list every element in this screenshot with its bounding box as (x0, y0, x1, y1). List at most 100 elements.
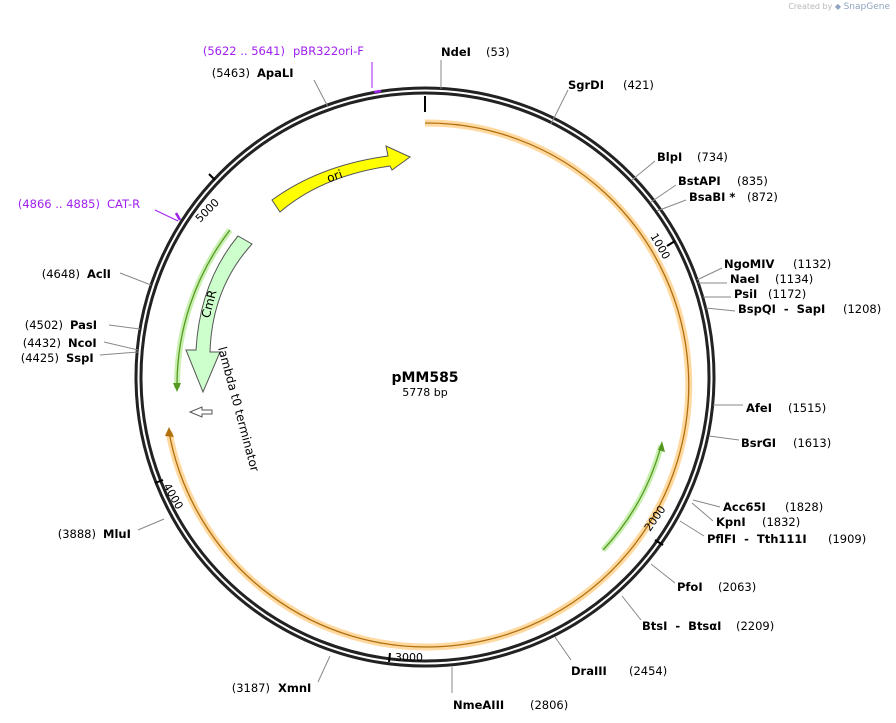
site-draiii[interactable]: DraIII (2454) (554, 636, 667, 678)
green-orf-right-line (602, 445, 662, 551)
primer-pbr322ori-f[interactable]: (5622 .. 5641) pBR322ori-F (203, 44, 382, 94)
green-orf-right (600, 445, 664, 553)
tick-label-3000: 3000 (395, 651, 423, 664)
tick-mark-4000 (154, 479, 164, 484)
site-pos: (2209) (736, 619, 774, 633)
site-name: SspI (66, 351, 94, 365)
site-mlui[interactable]: (3888) MluI (58, 518, 165, 541)
primer-bar (174, 212, 182, 221)
ori-arrow (271, 145, 411, 213)
site-bstapi[interactable]: BstAPI (835) (650, 174, 768, 203)
site-pos: (1613) (793, 436, 831, 450)
site-xmni[interactable]: (3187) XmnI (232, 655, 331, 695)
site-name: NmeAIII (453, 698, 504, 712)
site-name: PfoI (677, 580, 703, 594)
orf-arcs (165, 119, 693, 651)
site-pos: (421) (623, 78, 654, 92)
cmr-arrow (185, 235, 253, 394)
primer-pos: (5622 .. 5641) (203, 44, 285, 58)
site-nmeaiii[interactable]: NmeAIII (2806) (451, 667, 568, 712)
tick-mark-3000 (388, 652, 391, 663)
site-leader (119, 272, 152, 286)
site-acli[interactable]: (4648) AclI (42, 267, 152, 286)
site-ngomiv[interactable]: NgoMIV (1132) (696, 257, 831, 281)
site-pfoi[interactable]: PfoI (2063) (650, 563, 756, 594)
site-name: NcoI (68, 336, 97, 350)
site-pos: (4648) (42, 267, 80, 281)
site-leader (631, 160, 656, 181)
site-bspqi-sapi[interactable]: BspQI - SapI (1208) (705, 302, 881, 316)
site-pos: (4425) (21, 351, 59, 365)
site-pos: (1828) (785, 500, 823, 514)
site-sspi[interactable]: (4425) SspI (21, 351, 139, 365)
site-leader (650, 184, 677, 203)
site-leader (705, 307, 736, 312)
site-leader (313, 79, 329, 108)
site-ncoi[interactable]: (4432) NcoI (23, 336, 139, 351)
site-pos: (4502) (25, 318, 63, 332)
site-acc65i[interactable]: Acc65I (1828) (692, 499, 823, 514)
site-psii[interactable]: PsiI (1172) (703, 287, 806, 301)
site-pos: (2454) (629, 664, 667, 678)
primer-cat-r[interactable]: (4866 .. 4885) CAT-R (18, 197, 182, 222)
site-name: NdeI (441, 45, 471, 59)
site-kpni[interactable]: KpnI (1832) (691, 502, 800, 529)
site-leader (696, 267, 723, 281)
site-name: NgoMIV (724, 257, 774, 271)
green-orf-right-arrowhead (658, 441, 665, 452)
green-orf-left-line (176, 229, 231, 389)
site-afei[interactable]: AfeI (1515) (713, 401, 826, 415)
snapgene-credit: Created by ◆ SnapGene (788, 2, 890, 12)
site-leader (650, 563, 676, 584)
primer-name: CAT-R (107, 197, 140, 211)
site-apali[interactable]: (5463) ApaLI (212, 66, 329, 108)
restriction-sites: NdeI (53) SgrDI (421) BlpI (734) BstAPI … (21, 45, 882, 712)
site-ndei[interactable]: NdeI (53) (440, 45, 510, 89)
plasmid-name: pMM585 (391, 370, 458, 386)
site-pos: (1909) (828, 532, 866, 546)
ori-label: ori (325, 167, 344, 185)
site-btsi-btsai[interactable]: BtsI - BtsαI (2209) (621, 595, 774, 633)
site-pos: (1832) (762, 515, 800, 529)
site-name: NaeI (730, 272, 759, 286)
site-name: PflFI - Tth111I (707, 532, 807, 546)
lambda-t0-arrow (188, 406, 213, 418)
primer-name: pBR322ori-F (293, 44, 364, 58)
site-name: BstAPI (678, 174, 721, 188)
site-pos: (3187) (232, 681, 270, 695)
snapgene-logo-icon: ◆ (834, 2, 842, 11)
lambda-t0-label: lambda t0 terminator (215, 345, 262, 473)
primer-bar (373, 89, 382, 94)
site-leader (554, 636, 572, 661)
site-leader (692, 499, 721, 508)
site-name: MluI (103, 527, 131, 541)
site-bsrgi[interactable]: BsrGI (1613) (708, 435, 831, 450)
site-blpi[interactable]: BlpI (734) (631, 150, 728, 181)
site-pasi[interactable]: (4502) PasI (25, 318, 141, 332)
site-naei[interactable]: NaeI (1134) (698, 272, 813, 286)
site-name: BspQI - SapI (738, 302, 825, 316)
green-orf-left-arrowhead (173, 383, 181, 392)
site-sgrdi[interactable]: SgrDI (421) (550, 78, 654, 125)
site-name: BtsI - BtsαI (642, 619, 721, 633)
orf-arc-right-line (168, 122, 690, 648)
site-leader (108, 324, 141, 330)
tick-mark-2000 (654, 539, 664, 546)
site-name: PsiI (734, 287, 757, 301)
site-leader (679, 520, 705, 537)
site-pos: (872) (747, 190, 778, 204)
green-orf-arcs (173, 228, 665, 553)
site-bsabi[interactable]: BsaBI * (872) (656, 190, 778, 212)
backbone-outer (134, 86, 716, 668)
orf-arc-arrowhead (165, 427, 174, 437)
site-leader (103, 341, 139, 351)
site-pflfi-tth111i[interactable]: PflFI - Tth111I (1909) (679, 520, 866, 546)
site-leader (656, 199, 687, 212)
feature-cmr: CmR (185, 235, 253, 394)
backbone-inner (139, 91, 711, 663)
site-leader (691, 502, 714, 522)
site-name: Acc65I (723, 500, 766, 514)
site-pos: (1172) (768, 287, 806, 301)
site-leader (317, 655, 331, 683)
credit-text: Created by (788, 2, 833, 11)
